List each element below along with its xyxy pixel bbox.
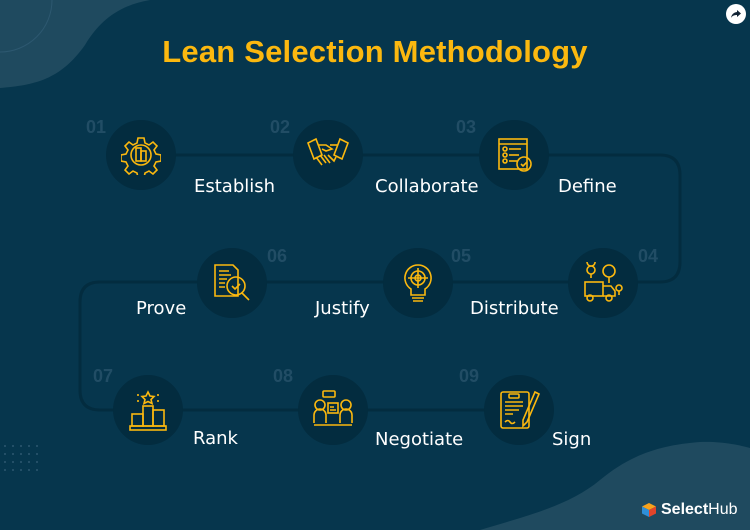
- gear-buildings-icon: [121, 137, 161, 175]
- step-number-01: 01: [86, 117, 107, 137]
- step-node-rank: [113, 375, 183, 445]
- step-node-define: [479, 120, 549, 190]
- step-label-prove: Prove: [136, 298, 187, 319]
- step-number-04: 04: [638, 246, 659, 266]
- people-discussion-icon: [313, 390, 353, 426]
- document-magnifier-icon: [214, 264, 250, 301]
- step-label-negotiate: Negotiate: [375, 429, 464, 450]
- step-number-05: 05: [451, 246, 472, 266]
- podium-star-icon: [129, 390, 167, 431]
- share-button[interactable]: [726, 4, 746, 24]
- step-number-08: 08: [273, 366, 294, 386]
- step-label-justify: Justify: [315, 298, 370, 319]
- step-number-09: 09: [459, 366, 480, 386]
- delivery-truck-icon: [584, 262, 623, 302]
- step-node-justify: [383, 248, 453, 318]
- step-node-prove: [197, 248, 267, 318]
- step-label-collaborate: Collaborate: [375, 176, 479, 197]
- cube-logo-icon: [642, 503, 656, 517]
- contract-pen-icon: [500, 390, 541, 429]
- step-label-establish: Establish: [194, 176, 276, 197]
- checklist-icon: [498, 138, 532, 172]
- step-number-02: 02: [270, 117, 291, 137]
- step-node-sign: [484, 375, 554, 445]
- step-number-07: 07: [93, 366, 114, 386]
- step-label-sign: Sign: [552, 429, 592, 450]
- step-number-03: 03: [456, 117, 477, 137]
- step-node-collaborate: [293, 120, 363, 190]
- lightbulb-target-icon: [404, 264, 432, 302]
- page-title: Lean Selection Methodology: [162, 34, 588, 69]
- step-node-negotiate: [298, 375, 368, 445]
- step-node-establish: [106, 120, 176, 190]
- brand-name-bold: Select: [661, 501, 709, 518]
- handshake-icon: [306, 137, 350, 166]
- brand-name-regular: Hub: [708, 501, 738, 518]
- share-arrow-icon: [731, 10, 741, 18]
- step-number-06: 06: [267, 246, 288, 266]
- step-node-distribute: [568, 248, 638, 318]
- step-label-distribute: Distribute: [470, 298, 559, 319]
- selecthub-logo: SelectHub: [641, 501, 738, 519]
- step-label-rank: Rank: [193, 428, 238, 449]
- step-label-define: Define: [558, 176, 617, 197]
